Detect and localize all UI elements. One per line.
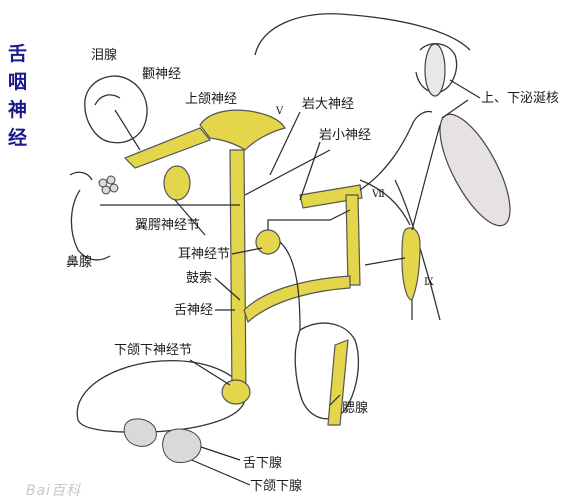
label-pterygopalatine-ganglion: 翼腭神经节 (135, 218, 200, 233)
leader-nuclei-2 (450, 80, 480, 98)
label-zygomatic-nerve: 颧神经 (142, 67, 181, 82)
outline-lines (70, 14, 470, 432)
nose-outline (71, 190, 110, 260)
greater-petrosal-line (245, 150, 330, 195)
nasal-gland-dot-3 (102, 186, 110, 194)
pterygopalatine-ganglion-body (164, 166, 190, 200)
trigeminal-ganglion (200, 110, 285, 150)
glossopharyngeal-swelling (402, 228, 420, 300)
label-salivatory-nuclei: 上、下泌涎核 (481, 91, 559, 106)
eye-inner (95, 95, 120, 105)
sublingual-gland-shape (124, 419, 156, 446)
eye-outline (85, 76, 147, 143)
label-maxillary-nerve: 上颌神经 (185, 92, 237, 107)
connector-lines (100, 80, 480, 485)
label-parotid-gland: 腮腺 (342, 401, 368, 416)
label-ix: Ⅸ (424, 275, 434, 290)
label-lacrimal-gland: 泪腺 (91, 48, 117, 63)
label-submandibular-ganglion: 下颌下神经节 (114, 343, 192, 358)
watermark-text: Bai百科 (26, 480, 81, 500)
leader-submandibular-ganglion (190, 360, 230, 385)
label-lingual-nerve: 舌神经 (174, 303, 213, 318)
submandibular-ganglion-body (222, 380, 250, 404)
nasal-line (70, 172, 92, 180)
tongue-outline (77, 361, 245, 432)
otic-ganglion-body (256, 230, 280, 254)
nasal-gland-dot-2 (107, 176, 115, 184)
label-greater-petrosal: 岩大神经 (302, 97, 354, 112)
nasal-gland-dot-4 (110, 184, 118, 192)
cochlea-shape (425, 44, 445, 96)
label-submandibular-gland: 下颌下腺 (250, 479, 302, 494)
lacrimal-line (115, 110, 140, 150)
label-v: V (276, 104, 283, 119)
label-nasal-glands: 鼻腺 (66, 255, 92, 270)
main-descending-trunk (230, 150, 246, 395)
nucleus-ellipse (426, 105, 523, 235)
leader-lesser-petrosal (300, 142, 320, 200)
lesser-petrosal-line (268, 210, 350, 230)
page-title: 舌咽神经 (8, 40, 32, 152)
facial-descending (346, 195, 360, 285)
nerve-bodies (125, 110, 420, 425)
brainstem-outline (360, 180, 410, 225)
label-sublingual-gland: 舌下腺 (243, 456, 282, 471)
ix-to-nucleus-line (412, 125, 440, 230)
vii-to-nucleus-line (360, 112, 432, 190)
label-chorda-tympani: 鼓索 (186, 271, 212, 286)
ix-branch-line (365, 258, 405, 265)
label-otic-ganglion: 耳神经节 (178, 247, 230, 262)
label-vii: Ⅶ (372, 187, 385, 202)
submandibular-gland-shape (163, 429, 201, 463)
label-lesser-petrosal: 岩小神经 (319, 128, 371, 143)
